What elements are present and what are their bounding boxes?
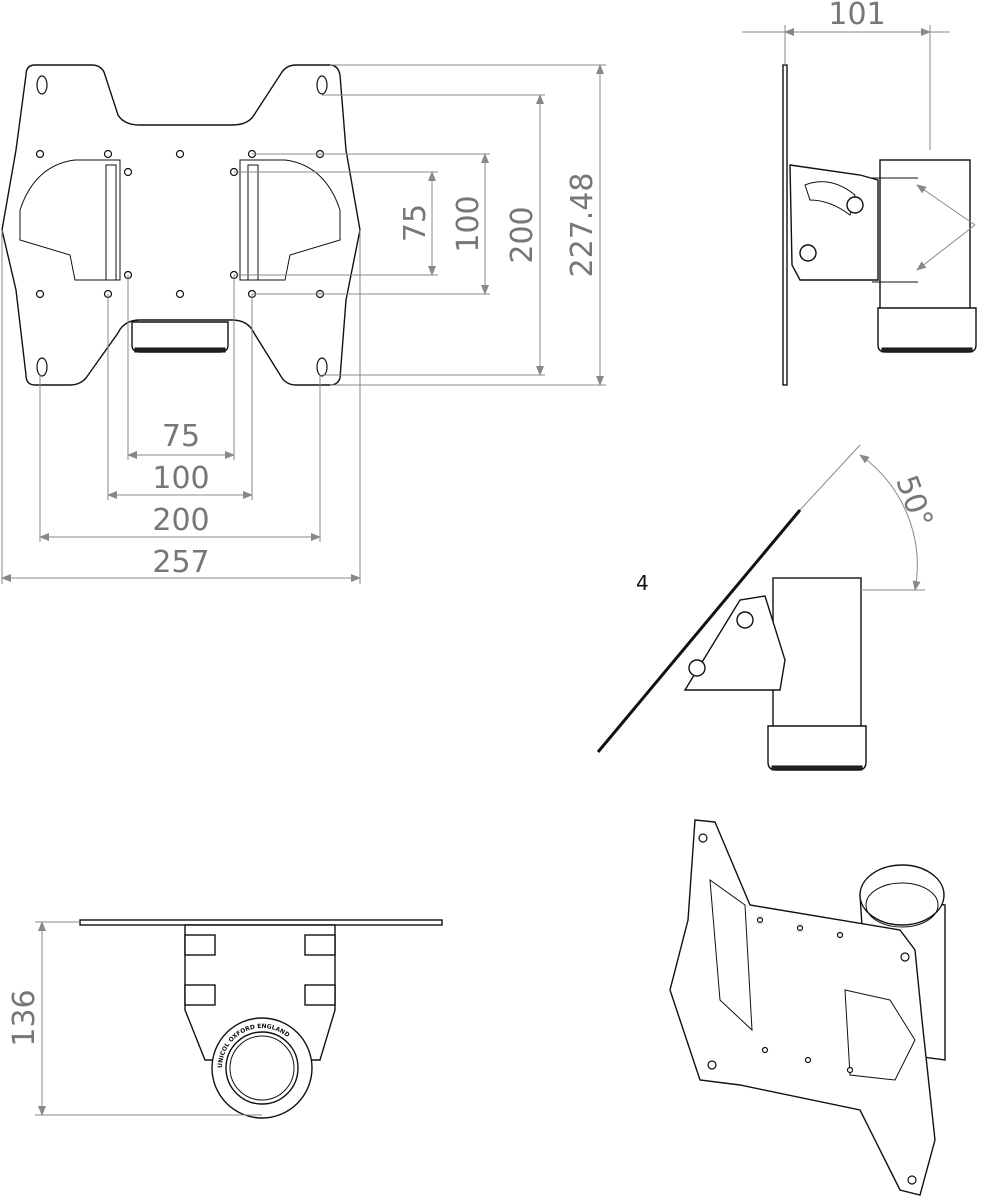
- pole-base-grip: [134, 347, 226, 353]
- side-plate: [782, 64, 788, 386]
- dim-height-136: 136: [7, 989, 42, 1046]
- pole-base-side: [877, 307, 977, 353]
- dim-v-75: 75: [398, 204, 433, 242]
- dim-v-227-48: 227.48: [565, 173, 600, 278]
- slot-left: [105, 164, 117, 281]
- bottom-plate: [79, 919, 443, 926]
- tilt-angle-50: 50°: [888, 471, 939, 533]
- dimension-lines: [1, 64, 604, 582]
- dim-h-200: 200: [152, 503, 209, 538]
- slot-right: [247, 164, 259, 281]
- view-label-4: 4: [636, 571, 649, 595]
- iso-plate: [669, 819, 936, 1196]
- tilt-pole-base: [767, 725, 867, 771]
- cutout-left: [19, 159, 121, 281]
- dim-depth-101: 101: [828, 0, 885, 32]
- cutout-right: [239, 159, 341, 281]
- side-slot: [804, 181, 856, 216]
- side-view: 101: [742, 0, 977, 386]
- front-view: 75 100 200 257 75 100 200 227.48: [1, 64, 606, 584]
- iso-holes: [698, 833, 917, 1185]
- bottom-bracket: [184, 924, 336, 1061]
- keyhole-slots: [36, 75, 328, 377]
- tilt-bracket: [683, 595, 786, 691]
- dim-h-75: 75: [162, 419, 200, 454]
- bottom-view: UNICOL OXFORD ENGLAND 136: [7, 919, 443, 1119]
- dim-v-100: 100: [451, 195, 486, 252]
- isometric-view: [669, 819, 946, 1196]
- dim-h-100: 100: [152, 461, 209, 496]
- tilt-pole-tube: [772, 577, 862, 729]
- tilt-view: 50° 4: [596, 444, 939, 771]
- dim-h-257: 257: [152, 545, 209, 580]
- pole-tube: [879, 159, 971, 311]
- side-bracket: [789, 164, 879, 281]
- dim-v-200: 200: [505, 206, 540, 263]
